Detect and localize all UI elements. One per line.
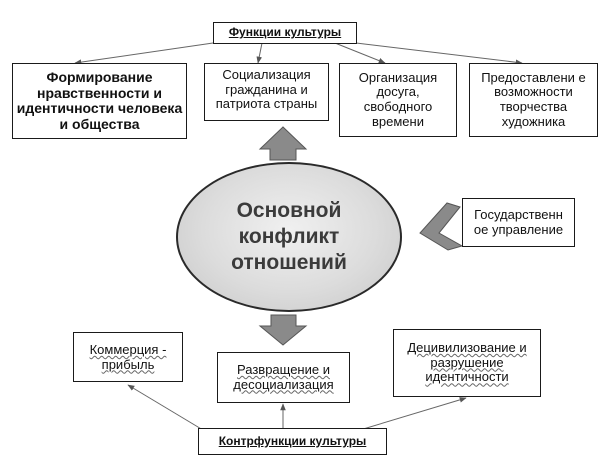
block-arrow-up-icon <box>258 126 308 161</box>
link-bottom-commerce <box>127 384 214 437</box>
function-text-socialization: Социализация гражданина и патриота стран… <box>215 67 318 112</box>
counter-text-corruption: Развращение и десоциализация <box>233 361 334 392</box>
counter-box-corruption: Развращение и десоциализация <box>217 352 350 403</box>
government-chevron-icon <box>419 202 464 251</box>
counter-text-decivilization: Децивилизование и разрушение идентичност… <box>407 340 527 385</box>
function-text-creativity: Предоставлени е возможности творчества х… <box>481 69 586 129</box>
function-box-formation: Формирование нравственности и идентичнос… <box>12 63 187 139</box>
counter-box-commerce: Коммерция - прибыль <box>73 332 183 382</box>
link-title-creativity <box>355 42 523 66</box>
function-text-leisure: Организация досуга, свободного времени <box>358 69 438 129</box>
function-box-creativity: Предоставлени е возможности творчества х… <box>469 63 598 137</box>
link-title-socialization <box>256 42 263 64</box>
counter-text-commerce: Коммерция - прибыль <box>89 342 167 372</box>
central-conflict-ellipse: Основной конфликт отношений <box>176 162 402 312</box>
function-text-formation: Формирование нравственности и идентичнос… <box>16 69 183 133</box>
counter-functions-title: Контрфункции культуры <box>198 428 387 455</box>
central-conflict-text: Основной конфликт отношений <box>231 198 347 275</box>
link-title-leisure <box>334 42 386 64</box>
government-box: Государственн ое управление <box>462 198 575 247</box>
counter-functions-title-text: Контрфункции культуры <box>218 433 367 448</box>
government-text: Государственн ое управление <box>473 206 564 237</box>
function-box-leisure: Организация досуга, свободного времени <box>339 63 457 137</box>
link-title-formation <box>74 42 214 65</box>
block-arrow-down-icon <box>258 314 308 346</box>
culture-functions-title-text: Функции культуры <box>228 25 342 40</box>
counter-box-decivilization: Децивилизование и разрушение идентичност… <box>393 329 541 397</box>
culture-functions-title: Функции культуры <box>213 22 357 44</box>
link-bottom-decivilization <box>359 397 467 431</box>
function-box-socialization: Социализация гражданина и патриота стран… <box>204 63 329 121</box>
